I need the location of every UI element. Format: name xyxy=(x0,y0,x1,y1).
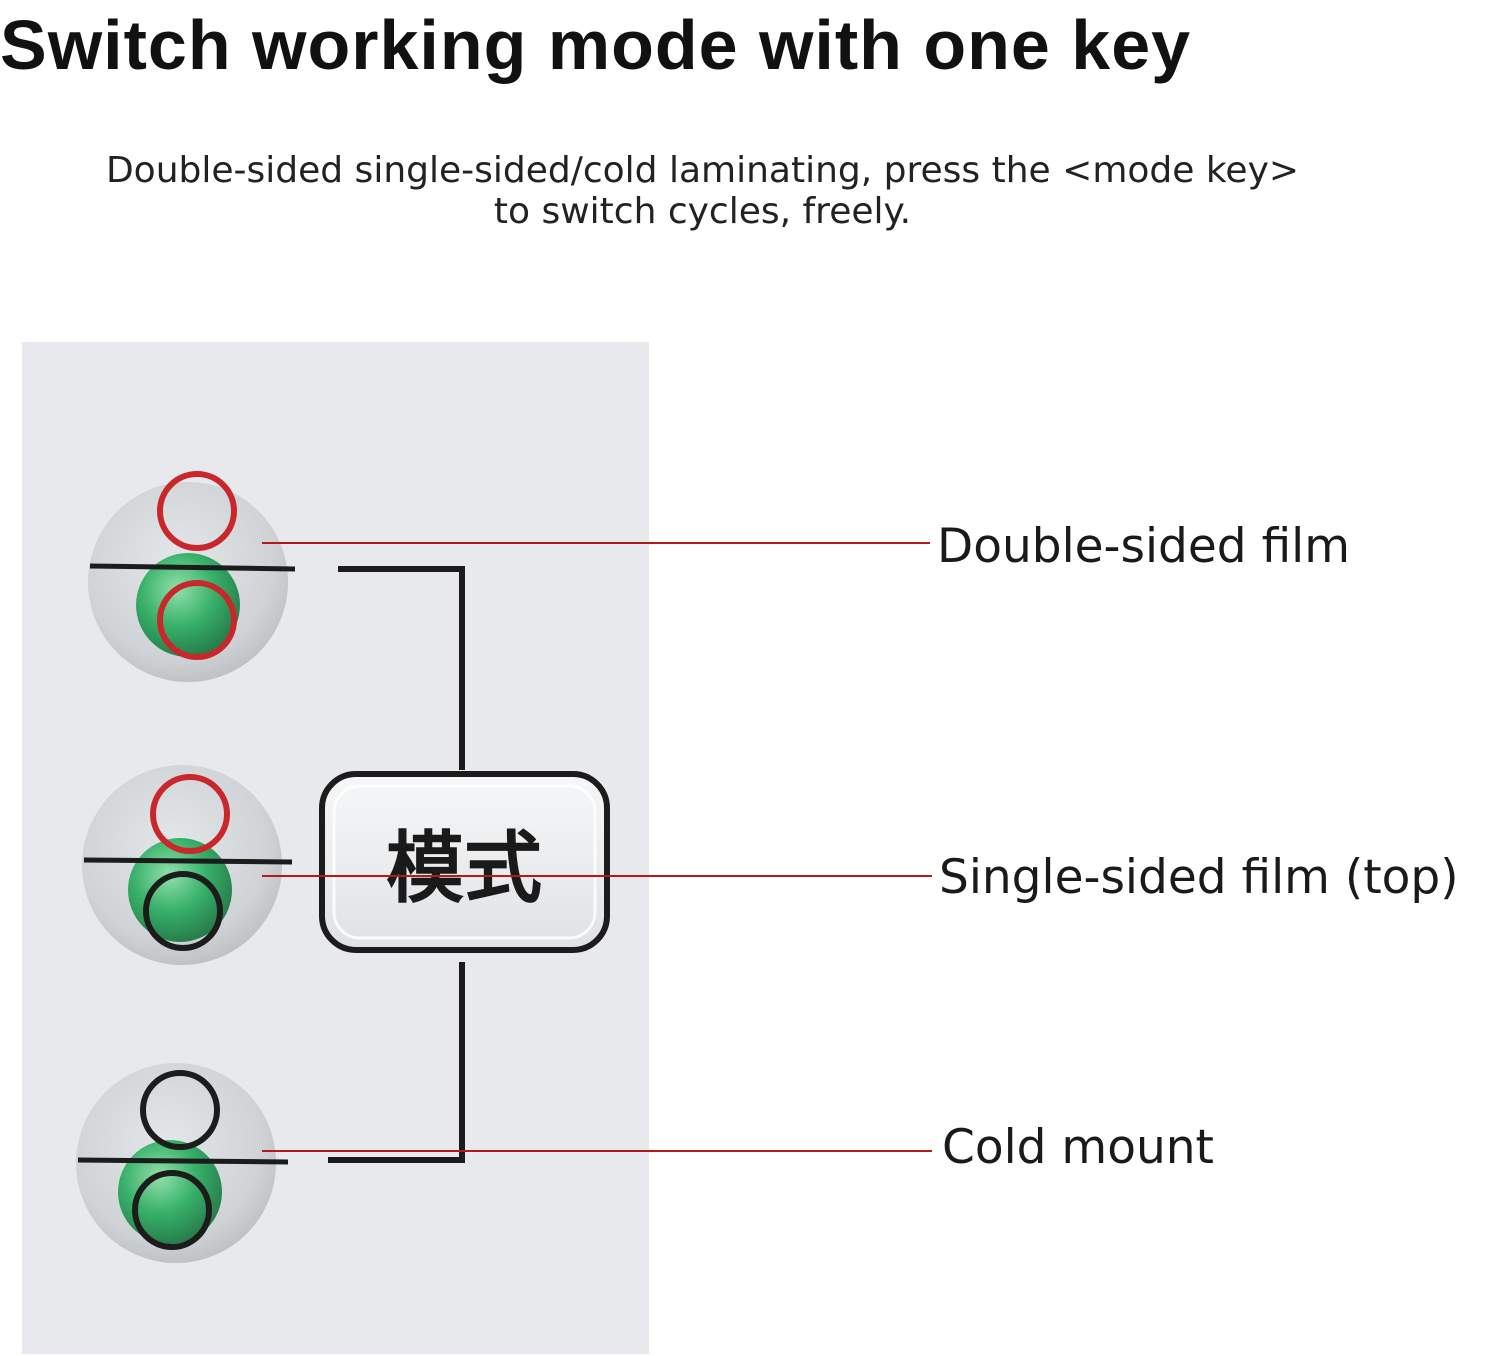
label-cold-mount: Cold mount xyxy=(942,1120,1214,1175)
mode-bracket-upper xyxy=(338,566,465,770)
label-single-sided-film-top: Single-sided film (top) xyxy=(939,850,1459,905)
mode-bracket-lower xyxy=(328,962,465,1163)
subtitle: Double-sided single-sided/cold laminatin… xyxy=(0,150,1405,232)
indicator-cold-mount xyxy=(76,1063,289,1263)
indicator-led xyxy=(118,1140,222,1244)
page-title: Switch working mode with one key xyxy=(0,6,1192,84)
mode-key-button[interactable]: 模式 xyxy=(319,771,610,953)
subtitle-line-1: Double-sided single-sided/cold laminatin… xyxy=(105,150,1300,191)
indicator-led xyxy=(128,838,232,942)
indicator-single-sided-top xyxy=(82,765,293,965)
label-double-sided-film: Double-sided film xyxy=(937,519,1351,574)
indicator-double-sided xyxy=(88,471,296,682)
mode-key-label: 模式 xyxy=(386,824,542,914)
subtitle-line-2: to switch cycles, freely. xyxy=(493,191,912,232)
